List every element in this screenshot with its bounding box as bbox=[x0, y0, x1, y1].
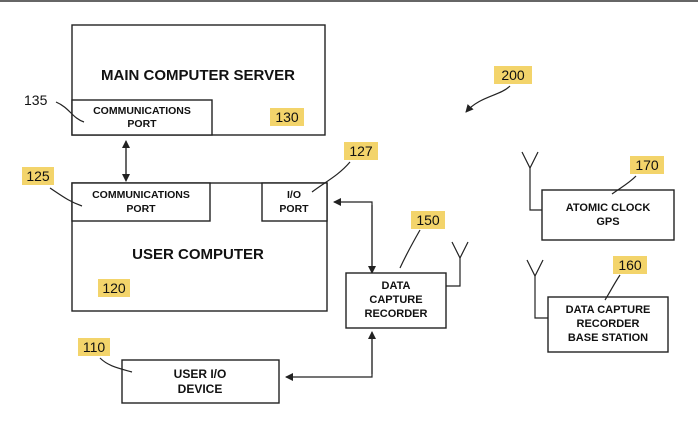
user-computer: USER COMPUTER COMMUNICATIONS PORT I/O PO… bbox=[72, 183, 327, 311]
io-link-arrow-left bbox=[334, 202, 372, 268]
user-computer-port-label-2: PORT bbox=[126, 203, 156, 215]
ref-160-leader bbox=[605, 275, 620, 300]
ref-150-leader bbox=[400, 230, 420, 268]
io-port-label-1: I/O bbox=[287, 189, 301, 201]
main-computer-server: MAIN COMPUTER SERVER COMMUNICATIONS PORT… bbox=[72, 25, 325, 135]
ref-200: 200 bbox=[466, 66, 532, 112]
user-computer-port-label-1: COMMUNICATIONS bbox=[92, 189, 190, 201]
main-server-port-label-1: COMMUNICATIONS bbox=[93, 105, 191, 117]
io-port-label-2: PORT bbox=[279, 203, 309, 215]
recorder-antenna-mast bbox=[446, 258, 460, 286]
user-io-device-label-2: DEVICE bbox=[178, 382, 223, 396]
atomic-clock-antenna-icon bbox=[522, 152, 538, 168]
ref-120-label: 120 bbox=[102, 280, 126, 296]
ref-150-label: 150 bbox=[416, 212, 440, 228]
main-server-port-label-2: PORT bbox=[127, 118, 157, 130]
ref-110-label: 110 bbox=[83, 339, 106, 355]
ref-200-label: 200 bbox=[501, 67, 525, 83]
recorder-label-1: DATA bbox=[382, 280, 411, 292]
base-station-antenna-icon bbox=[527, 260, 543, 276]
ref-160-label: 160 bbox=[618, 257, 642, 273]
atomic-clock-antenna-mast bbox=[530, 168, 542, 210]
user-io-device-label-1: USER I/O bbox=[174, 367, 227, 381]
ref-200-arrow bbox=[466, 86, 510, 112]
ref-127-leader bbox=[312, 162, 350, 192]
atomic-clock-label-1: ATOMIC CLOCK bbox=[566, 202, 651, 214]
ref-127-label: 127 bbox=[349, 143, 373, 159]
data-capture-recorder: DATA CAPTURE RECORDER 150 bbox=[346, 211, 468, 328]
base-station-label-1: DATA CAPTURE bbox=[566, 304, 651, 316]
recorder-antenna-icon bbox=[452, 242, 468, 258]
base-station-label-3: BASE STATION bbox=[568, 332, 648, 344]
ref-125-label: 125 bbox=[26, 168, 50, 184]
recorder-base-station: DATA CAPTURE RECORDER BASE STATION 160 bbox=[527, 256, 668, 352]
ref-130-label: 130 bbox=[275, 109, 299, 125]
main-server-title: MAIN COMPUTER SERVER bbox=[101, 67, 295, 84]
ref-127: 127 bbox=[312, 142, 378, 192]
atomic-clock-box bbox=[542, 190, 674, 240]
base-station-antenna-mast bbox=[535, 276, 548, 318]
atomic-clock-label-2: GPS bbox=[596, 216, 619, 228]
device-link-arrow-left bbox=[286, 336, 372, 377]
user-computer-title: USER COMPUTER bbox=[132, 246, 264, 263]
recorder-label-2: CAPTURE bbox=[369, 294, 422, 306]
recorder-label-3: RECORDER bbox=[365, 308, 428, 320]
atomic-clock-gps: ATOMIC CLOCK GPS 170 bbox=[522, 152, 674, 240]
ref-135-label: 135 bbox=[24, 92, 48, 108]
base-station-label-2: RECORDER bbox=[577, 318, 640, 330]
ref-170-label: 170 bbox=[635, 157, 659, 173]
user-io-device: USER I/O DEVICE 110 bbox=[78, 338, 279, 403]
